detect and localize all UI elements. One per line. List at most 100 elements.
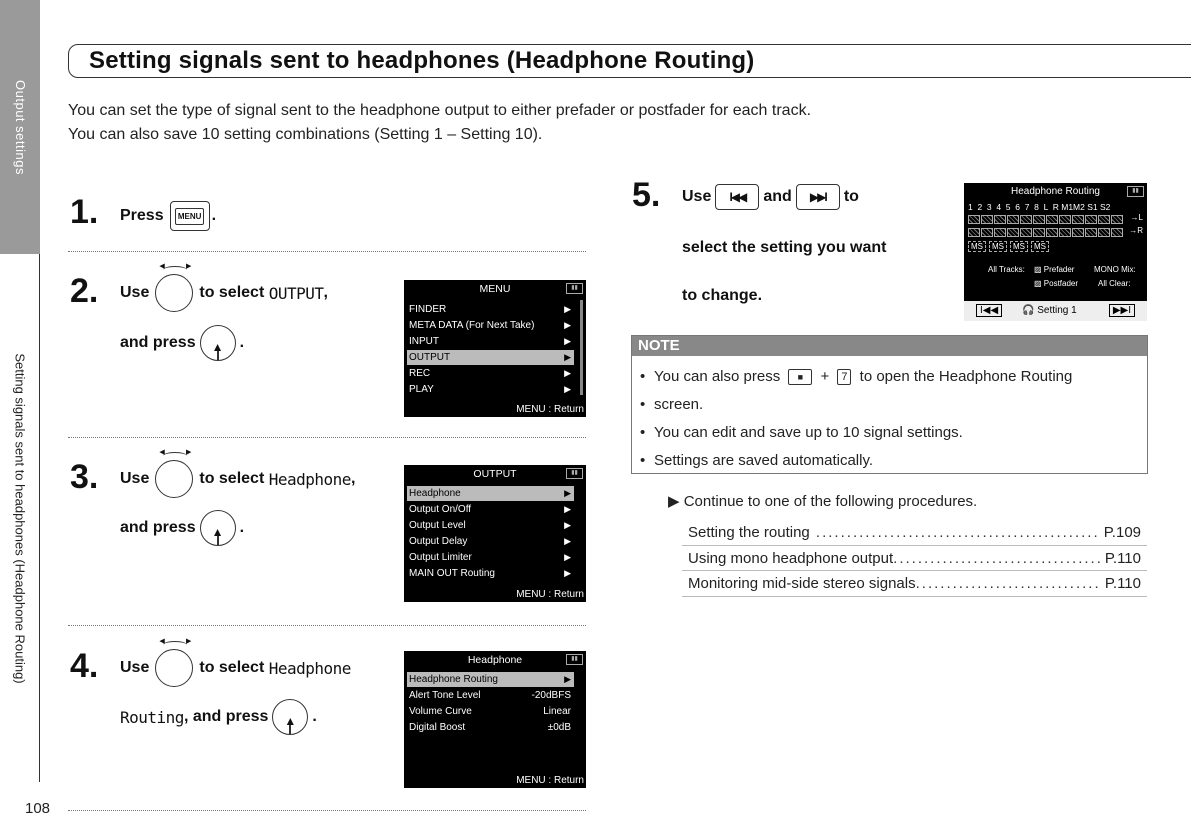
prev-icon: I◀◀ bbox=[976, 304, 1003, 317]
lcd-headphone-screen: Headphone ▮▮ Headphone Routing▶ Alert To… bbox=[404, 651, 586, 788]
step-3-use: Use bbox=[120, 470, 150, 487]
lcd-output-item: Output Level▶ bbox=[409, 520, 571, 531]
lcd-output-item: MAIN OUT Routing▶ bbox=[409, 568, 571, 579]
routing-grid-right bbox=[968, 228, 1123, 237]
step-5-line-2: select the setting you want bbox=[682, 239, 887, 256]
lcd-output-screen: OUTPUT ▮▮ Headphone▶ Output On/Off▶ Outp… bbox=[404, 465, 586, 602]
battery-icon: ▮▮ bbox=[1127, 186, 1144, 197]
routing-grid-left bbox=[968, 215, 1123, 224]
step-4-select: to select bbox=[199, 659, 265, 676]
battery-icon: ▮▮ bbox=[566, 283, 583, 294]
step-3-select: to select bbox=[199, 470, 265, 487]
lcd-routing-postfader: ▨ Postfader bbox=[1034, 279, 1079, 288]
lcd-menu-item: FINDER▶ bbox=[409, 304, 571, 315]
lcd-routing-screen: Headphone Routing ▮▮ 1 2 3 4 5 6 7 8 L R… bbox=[964, 183, 1147, 321]
lcd-menu-item: META DATA (For Next Take)▶ bbox=[409, 320, 571, 331]
lcd-headphone-item-selected: Headphone Routing▶ bbox=[407, 672, 574, 687]
page-number: 108 bbox=[25, 800, 51, 817]
reference-row[interactable]: Monitoring mid-side stereo signals......… bbox=[682, 571, 1147, 597]
page-title: Setting signals sent to headphones (Head… bbox=[89, 47, 755, 74]
dial-icon bbox=[155, 262, 194, 312]
step-5-number: 5. bbox=[632, 176, 661, 214]
divider bbox=[68, 251, 586, 252]
track-7-key-icon: 7 bbox=[837, 369, 852, 386]
chapter-tab bbox=[0, 0, 40, 254]
lcd-menu-item: INPUT▶ bbox=[409, 336, 571, 347]
push-dial-icon bbox=[199, 510, 236, 546]
lcd-routing-bottom-bar: I◀◀ 🎧 Setting 1 ▶▶I bbox=[964, 301, 1147, 321]
step-1-end: . bbox=[211, 207, 217, 224]
lcd-output-item: Output Limiter▶ bbox=[409, 552, 571, 563]
lcd-routing-all-tracks: All Tracks: bbox=[988, 265, 1025, 274]
page-title-box: Setting signals sent to headphones (Head… bbox=[68, 44, 1191, 78]
note-item-3: Settings are saved automatically. bbox=[640, 447, 1141, 475]
menu-key-icon: MENU bbox=[169, 201, 210, 231]
step-3-end: . bbox=[239, 519, 245, 536]
step-1-text: Press MENU . bbox=[120, 201, 216, 231]
step-5-line-3: to change. bbox=[682, 287, 763, 304]
note-box: NOTE You can also press ■ + 7 to open th… bbox=[631, 335, 1148, 475]
prev-track-key-icon: I◀◀ bbox=[715, 184, 760, 210]
lcd-output-item-selected: Headphone▶ bbox=[407, 486, 574, 501]
step-4-number: 4. bbox=[70, 647, 99, 685]
step-3-line-2: and press . bbox=[120, 510, 244, 546]
push-dial-icon bbox=[272, 699, 309, 735]
lcd-routing-title: Headphone Routing bbox=[1011, 186, 1100, 197]
step-3-comma: , bbox=[350, 470, 356, 487]
lcd-scrollbar bbox=[580, 300, 583, 395]
note-item-1: You can also press ■ + 7 to open the Hea… bbox=[640, 363, 1141, 391]
step-3-line-1: Use to select Headphone , bbox=[120, 448, 356, 498]
lcd-output-item: Output On/Off▶ bbox=[409, 504, 571, 515]
intro-line-1: You can set the type of signal sent to t… bbox=[68, 102, 812, 119]
step-2-use: Use bbox=[120, 284, 150, 301]
step-2-press: and press bbox=[120, 334, 196, 351]
menu-key-label: MENU bbox=[174, 207, 205, 225]
note-item-2: You can edit and save up to 10 signal se… bbox=[640, 419, 1141, 447]
step-4-target-2: Routing bbox=[120, 707, 184, 727]
lcd-routing-tracks: 1 2 3 4 5 6 7 8 L R M1M2 S1 S2 bbox=[968, 202, 1111, 212]
side-divider bbox=[39, 254, 40, 782]
step-3-number: 3. bbox=[70, 458, 99, 496]
lcd-headphone-footer: MENU : Return bbox=[516, 775, 584, 786]
step-5-line-1: Use I◀◀ and ▶▶I to bbox=[682, 184, 859, 210]
lcd-headphone-title: Headphone bbox=[467, 654, 523, 666]
lcd-output-item: Output Delay▶ bbox=[409, 536, 571, 547]
step-5-and: and bbox=[763, 188, 792, 205]
step-4-line-2: Routing , and press . bbox=[120, 699, 317, 735]
lcd-menu-title: MENU bbox=[479, 283, 511, 295]
lcd-menu-item-selected: OUTPUT▶ bbox=[407, 350, 574, 365]
chapter-tab-label: Output settings bbox=[12, 79, 28, 175]
step-4-end: . bbox=[312, 708, 317, 725]
lcd-headphone-item: Digital Boost±0dB bbox=[409, 722, 571, 733]
lcd-headphone-item: Alert Tone Level-20dBFS bbox=[409, 690, 571, 701]
step-4-target-1: Headphone bbox=[268, 658, 352, 678]
note-header: NOTE bbox=[632, 336, 1147, 356]
battery-icon: ▮▮ bbox=[566, 468, 583, 479]
step-5-to: to bbox=[843, 188, 859, 205]
reference-row[interactable]: Setting the routing ....................… bbox=[682, 520, 1147, 546]
divider bbox=[68, 437, 586, 438]
lcd-menu-item: REC▶ bbox=[409, 368, 571, 379]
lcd-routing-mono-mix: MONO Mix: bbox=[1094, 265, 1136, 274]
intro-line-2: You can also save 10 setting combination… bbox=[68, 126, 543, 143]
lcd-menu-item: PLAY▶ bbox=[409, 384, 571, 395]
lcd-routing-prefader: ▨ Prefader bbox=[1034, 265, 1075, 274]
step-3-press: and press bbox=[120, 519, 196, 536]
dial-icon bbox=[155, 637, 194, 687]
section-label-wrap: Setting signals sent to headphones (Head… bbox=[0, 254, 40, 782]
dial-icon bbox=[155, 448, 194, 498]
continue-text: ▶ Continue to one of the following proce… bbox=[668, 493, 978, 510]
lcd-output-footer: MENU : Return bbox=[516, 589, 584, 600]
lcd-output-title: OUTPUT bbox=[473, 468, 517, 480]
next-icon: ▶▶I bbox=[1108, 304, 1135, 317]
lcd-routing-all-clear: All Clear: bbox=[1098, 279, 1131, 288]
reference-row[interactable]: Using mono headphone output.............… bbox=[682, 546, 1147, 571]
chapter-tab-label-wrap: Output settings bbox=[0, 0, 40, 254]
next-track-key-icon: ▶▶I bbox=[795, 184, 840, 210]
lcd-menu-screen: MENU ▮▮ FINDER▶ META DATA (For Next Take… bbox=[404, 280, 586, 417]
setting-label: 🎧 Setting 1 bbox=[1022, 305, 1077, 316]
lcd-routing-left: →L bbox=[1130, 213, 1143, 222]
push-dial-icon bbox=[199, 325, 236, 361]
step-2-line-2: and press . bbox=[120, 325, 244, 361]
step-2-number: 2. bbox=[70, 272, 99, 310]
